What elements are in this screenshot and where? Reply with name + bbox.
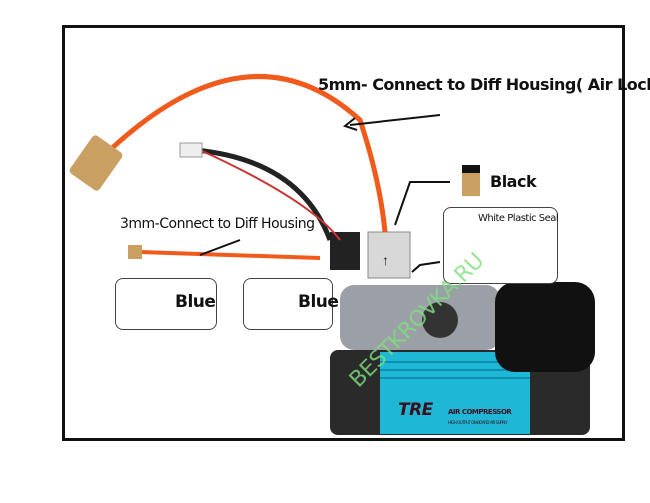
compressor-port	[422, 302, 458, 338]
compressor-cylinder	[340, 285, 500, 350]
black-fitting-image	[462, 170, 480, 196]
black-fitting-collar	[462, 165, 480, 173]
label-3mm-hose: 3mm-Connect to Diff Housing	[120, 216, 315, 232]
label-blue-1: Blue	[175, 292, 216, 312]
label-5mm-hose: 5mm- Connect to Diff Housing( Air Locker…	[318, 75, 650, 94]
product-logo: TRE	[398, 400, 433, 420]
product-name: AIR COMPRESSOR	[448, 408, 512, 416]
brass-fitting	[69, 135, 123, 191]
wire-connector	[179, 142, 203, 158]
product-tagline: HIGH OUTPUT ON-BOARD AIR SUPPLY	[448, 420, 508, 425]
compressor-fan	[495, 282, 595, 372]
small-brass-fitting	[128, 245, 142, 259]
label-seal: White Plastic Seal	[478, 213, 559, 224]
valve-block	[367, 231, 411, 279]
hose-3mm	[139, 250, 321, 260]
arrow-up-icon: ↑	[382, 252, 389, 268]
solenoid	[330, 232, 360, 270]
hose-5mm	[108, 74, 388, 233]
blue-fitting-callout-1	[115, 278, 217, 330]
seal-callout	[443, 207, 558, 284]
label-blue-2: Blue	[298, 292, 339, 312]
label-black: Black	[490, 172, 537, 191]
red-wire	[199, 149, 341, 241]
blue-fitting-callout-2	[243, 278, 333, 330]
callout-arrows	[199, 114, 450, 273]
